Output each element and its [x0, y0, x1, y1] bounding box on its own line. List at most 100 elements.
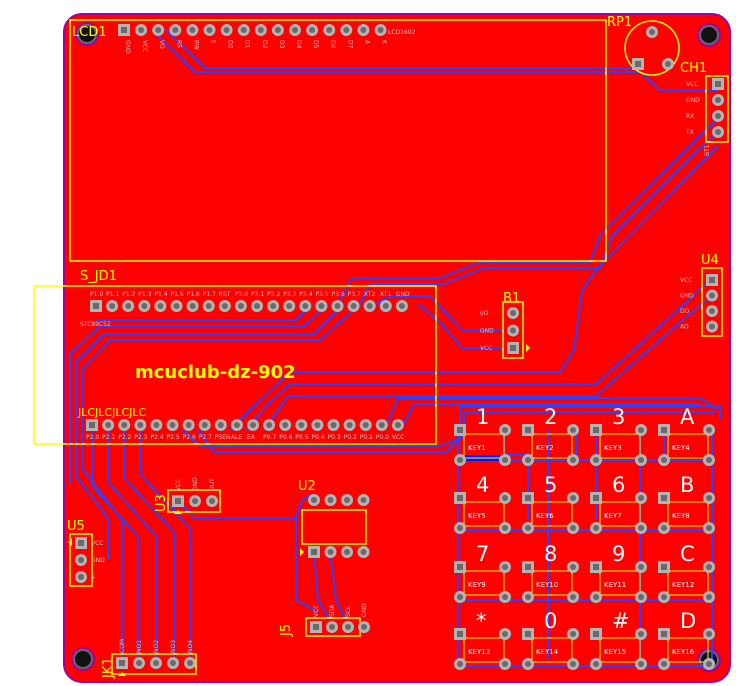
- u4-pin-label-2: GND: [680, 293, 694, 300]
- key-3-symbol: 3: [612, 405, 625, 429]
- j5-pad-1: [310, 621, 322, 633]
- b1-pin-label-1: I/O: [480, 310, 489, 317]
- u4-pad-1: [706, 274, 718, 286]
- sjd-bottom-pin-label-12: P0.7: [263, 434, 276, 441]
- sjd-bottom-value: JLCJLCJLCJLC: [77, 406, 147, 419]
- sjd-bottom-pad-8: [198, 419, 211, 431]
- j5-pin-label-4: GND: [361, 603, 368, 617]
- sjd-top-value: STC89C52: [80, 321, 111, 328]
- lcd-pin-label-4: RS: [175, 40, 182, 48]
- sjd-top-pad-6: [170, 300, 183, 312]
- sjd-bottom-pin-label-10: ALE: [231, 434, 242, 441]
- key-5-label: KEY5: [468, 512, 486, 520]
- jk1-ref: JK1: [101, 657, 116, 679]
- u2-top-pad-3: [341, 494, 353, 506]
- lcd-pad-14: [340, 24, 353, 36]
- u5-ref: U5: [67, 519, 85, 534]
- sjd-bottom-pin-label-4: P2.3: [134, 434, 147, 441]
- sjd-bottom-pin-label-16: P0.3: [328, 434, 341, 441]
- sjd-bottom-pin-label-1: P2.0: [86, 434, 99, 441]
- lcd-pad-10: [271, 24, 284, 36]
- b1-pad-2: [507, 324, 519, 337]
- sjd-top-pin-label-10: P3.0: [235, 291, 248, 298]
- sjd-top-pin-label-4: P1.3: [138, 291, 151, 298]
- u2-bottom-pad-3: [341, 546, 353, 558]
- sjd-bottom-pin-label-19: P0.0: [376, 434, 389, 441]
- rp-pad-1: [646, 26, 658, 38]
- u5-pad-1: [75, 537, 87, 549]
- sjd-bottom-pin-label-7: P2.6: [183, 434, 196, 441]
- sjd-top-pin-label-2: P1.1: [106, 291, 119, 298]
- u2-top-pad-1: [308, 494, 320, 506]
- key-10-symbol: 8: [544, 542, 557, 566]
- key-14-symbol: 0: [544, 609, 557, 633]
- lcd-pin-label-3: VO: [158, 40, 165, 49]
- lcd-pad-16: [374, 24, 387, 36]
- u3-pin-label-3: OUT: [209, 478, 216, 491]
- key-13: *KEY13: [454, 609, 511, 670]
- lcd-pad-2: [135, 24, 148, 36]
- lcd-pad-9: [254, 24, 267, 36]
- sjd-bottom-pin-label-5: P2.4: [150, 434, 163, 441]
- u4-pin-label-1: VCC: [680, 277, 692, 284]
- key-8-symbol: B: [680, 473, 694, 497]
- u3-pin-label-1: VCC: [175, 479, 182, 491]
- sjd-top-pin-label-6: P1.5: [171, 291, 184, 298]
- u2-bottom-pad-4: [357, 546, 370, 558]
- mounting-holes: [71, 22, 721, 672]
- sjd-top-pad-17: [347, 300, 360, 312]
- u3-pad-1: [172, 495, 184, 507]
- u2-bottom-pad-2: [324, 546, 337, 558]
- j5-ref: J5: [279, 624, 294, 637]
- u4-pin-label-3: DO: [680, 308, 690, 315]
- lcd-pin-label-12: D5: [312, 40, 319, 49]
- sjd-top-pin-label-1: P1.0: [90, 291, 103, 298]
- ch-pin-label-1: VCC: [686, 81, 698, 88]
- sjd-bottom-pad-15: [311, 419, 324, 431]
- sjd-top-pad-2: [106, 300, 119, 312]
- ch-pad-3: [712, 110, 724, 122]
- sjd-bottom-pad-10: [230, 419, 243, 431]
- u3-ref: U3: [154, 494, 169, 512]
- sjd-top-pad-15: [315, 300, 328, 312]
- sjd-top-pin-label-18: XT2: [364, 291, 376, 298]
- sjd-bottom-pin-label-18: P0.1: [360, 434, 373, 441]
- key-7-symbol: 6: [612, 473, 625, 497]
- sjd-bottom-pin-label-13: P0.6: [279, 434, 292, 441]
- lcd-pin-label-13: D6: [329, 40, 336, 49]
- u4-pad-3: [706, 305, 718, 317]
- lcd-pad-1: [118, 24, 130, 36]
- ch-value: BT1: [704, 144, 711, 156]
- sjd-top-pin-label-16: P3.6: [332, 291, 345, 298]
- jk1-pin-label-3: NO2: [153, 640, 160, 653]
- rp-ref: RP1: [607, 15, 632, 30]
- b1-pad-3: [507, 342, 519, 354]
- sjd-top-pin-label-14: P3.4: [299, 291, 312, 298]
- u3-pad-2: [189, 495, 201, 507]
- ch-ref: CH1: [680, 61, 707, 76]
- key-15-label: KEY15: [604, 648, 626, 656]
- key-3-label: KEY3: [604, 444, 622, 452]
- sjd-top-pad-19: [379, 300, 392, 312]
- ch-pin-label-4: TX: [685, 129, 694, 136]
- b1-ref: B1: [503, 291, 520, 306]
- lcd-pin-label-16: K: [381, 40, 388, 45]
- sjd-bottom-pin-label-2: P2.1: [102, 434, 115, 441]
- sjd-bottom-pad-14: [295, 419, 308, 431]
- key-2-symbol: 2: [544, 405, 557, 429]
- u4-ref: U4: [701, 253, 719, 268]
- u5-pad-2: [75, 554, 87, 566]
- key-8-label: KEY8: [672, 512, 690, 520]
- key-12-symbol: C: [680, 542, 695, 566]
- j5-pin-label-2: SDA: [329, 604, 336, 617]
- lcd-pad-5: [186, 24, 199, 36]
- sjd-bottom-pad-1: [86, 419, 98, 431]
- key-4-label: KEY4: [672, 444, 690, 452]
